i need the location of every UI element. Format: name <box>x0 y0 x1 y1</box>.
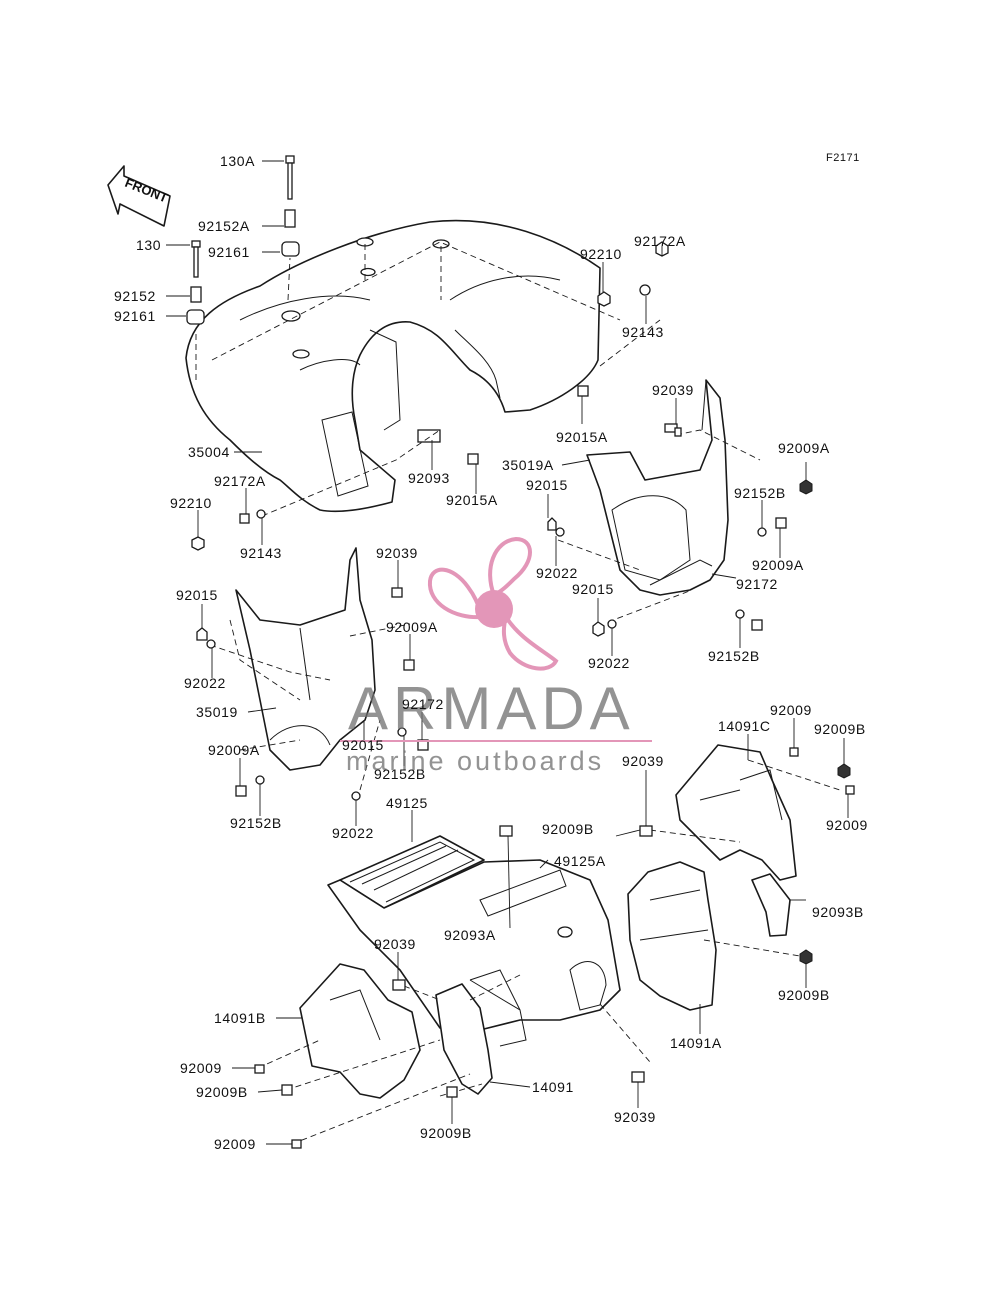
callout-92015-lower: 92015 <box>342 737 384 753</box>
callout-92152A: 92152A <box>198 218 250 234</box>
callout-92039-lower-left: 92039 <box>374 936 416 952</box>
propeller-blades <box>427 536 559 671</box>
callout-35019A: 35019A <box>502 457 554 473</box>
mud-guard-35019 <box>235 547 376 771</box>
panel-14091C <box>675 744 797 881</box>
callout-92039-mid: 92039 <box>622 753 664 769</box>
callout-49125A: 49125A <box>554 853 606 869</box>
callout-92161-top: 92161 <box>208 244 250 260</box>
callout-14091B: 14091B <box>214 1010 266 1026</box>
callout-92009A-lower-right: 92009A <box>752 557 804 573</box>
callout-92152B-center: 92152B <box>708 648 760 664</box>
armada-watermark: ARMADA marine outboards <box>340 536 652 776</box>
callout-92009-left: 92009 <box>180 1060 222 1076</box>
callout-92093A: 92093A <box>444 927 496 943</box>
callout-92172A-top: 92172A <box>634 233 686 249</box>
assembly-lines <box>195 241 841 1145</box>
part-number-labels: 130A 92152A 130 92161 92152 92161 92210 … <box>114 153 868 1152</box>
callout-14091C: 14091C <box>718 718 771 734</box>
callout-92152B-left: 92152B <box>230 815 282 831</box>
figure-id: F2171 <box>826 152 860 164</box>
panel-14091 <box>435 983 493 1095</box>
callout-130A: 130A <box>220 153 255 169</box>
callout-92009B-upper-right: 92009B <box>814 721 866 737</box>
hardware-bolts <box>186 155 855 1149</box>
callout-92015A-right: 92015A <box>556 429 608 445</box>
callout-92039-left: 92039 <box>376 545 418 561</box>
callout-92009-bottom: 92009 <box>214 1136 256 1152</box>
callout-49125: 49125 <box>386 795 428 811</box>
propeller-hub <box>475 590 513 628</box>
callout-92022-lower: 92022 <box>332 825 374 841</box>
callout-92009A-left: 92009A <box>386 619 438 635</box>
callout-92009A-right: 92009A <box>778 440 830 456</box>
callout-14091: 14091 <box>532 1079 574 1095</box>
strip-92093B <box>751 873 791 937</box>
propeller-logo <box>427 536 559 671</box>
panel-14091A <box>627 861 717 1011</box>
watermark-tagline: marine outboards <box>346 746 604 776</box>
callout-92022-right: 92022 <box>536 565 578 581</box>
callout-92015-right: 92015 <box>526 477 568 493</box>
callout-92161-left: 92161 <box>114 308 156 324</box>
callout-92152B-lower: 92152B <box>374 766 426 782</box>
callout-92152B-right: 92152B <box>734 485 786 501</box>
callout-92143-left: 92143 <box>240 545 282 561</box>
callout-92015A-left: 92015A <box>446 492 498 508</box>
front-fender-35004 <box>185 219 601 513</box>
callout-35019: 35019 <box>196 704 238 720</box>
callout-35004: 35004 <box>188 444 230 460</box>
callout-92093B: 92093B <box>812 904 864 920</box>
callout-92009A-lower-left: 92009A <box>208 742 260 758</box>
callout-92009B-bottom: 92009B <box>420 1125 472 1141</box>
callout-92009-upper-right: 92009 <box>770 702 812 718</box>
callout-92210-left: 92210 <box>170 495 212 511</box>
callout-14091A: 14091A <box>670 1035 722 1051</box>
callout-92039-bottom: 92039 <box>614 1109 656 1125</box>
under-cover-49125A <box>327 859 621 1047</box>
callout-92172-right: 92172 <box>736 576 778 592</box>
callout-92009-right: 92009 <box>826 817 868 833</box>
callout-92210-top: 92210 <box>580 246 622 262</box>
callout-92009B-left: 92009B <box>196 1084 248 1100</box>
callout-92015-center: 92015 <box>572 581 614 597</box>
callout-92039-top: 92039 <box>652 382 694 398</box>
callout-92009B-mid: 92009B <box>542 821 594 837</box>
callout-92022-center: 92022 <box>588 655 630 671</box>
callout-92022-left: 92022 <box>184 675 226 691</box>
watermark-brand: ARMADA <box>348 675 635 742</box>
leader-lines <box>166 160 849 1145</box>
callout-92152: 92152 <box>114 288 156 304</box>
callout-92015-left: 92015 <box>176 587 218 603</box>
callout-92172-left: 92172 <box>402 696 444 712</box>
callout-92009B-right: 92009B <box>778 987 830 1003</box>
mud-guard-35019A <box>586 379 729 596</box>
callout-92093: 92093 <box>408 470 450 486</box>
callout-92143-top: 92143 <box>622 324 664 340</box>
front-direction-arrow: FRONT <box>107 165 171 227</box>
callout-92172A-left: 92172A <box>214 473 266 489</box>
callout-130: 130 <box>136 237 161 253</box>
panel-14091B <box>299 963 421 1099</box>
